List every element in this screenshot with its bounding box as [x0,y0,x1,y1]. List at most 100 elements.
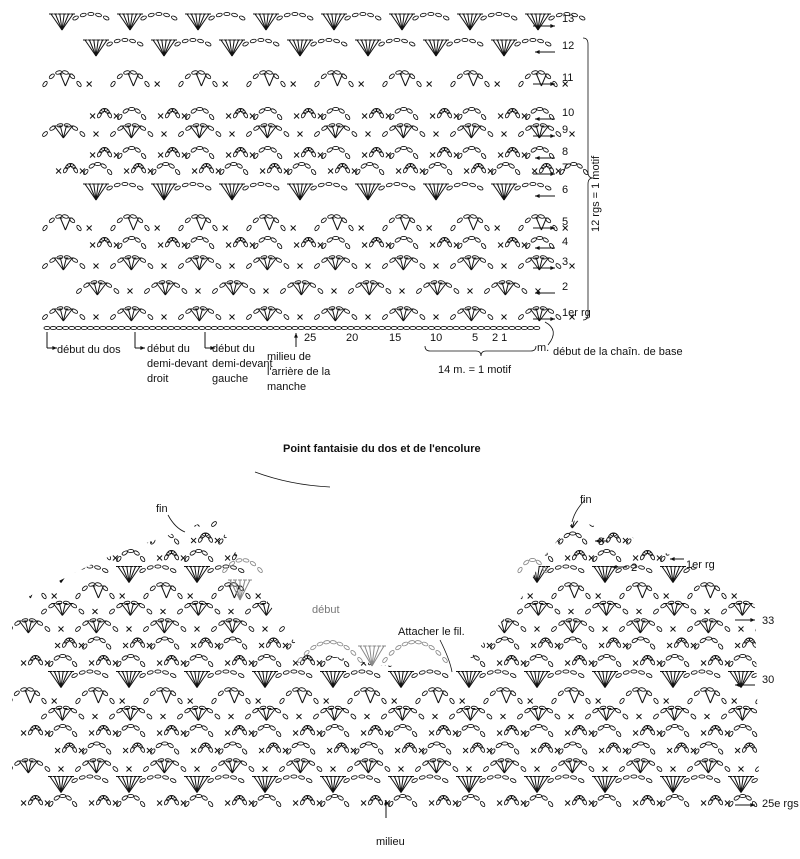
chain-stitch-icon [162,565,169,570]
chain-stitch-icon [699,637,706,644]
stitch-line [231,39,240,57]
stitch-line [494,81,501,87]
chain-stitch-icon [529,37,537,43]
stitch-line [89,113,96,119]
stitch-line [402,257,413,271]
chain-stitch-icon [270,147,277,153]
stitch-line [433,131,439,137]
chain-stitch-icon [443,725,449,732]
chain-stitch-icon [323,640,331,645]
chain-stitch-icon [715,550,721,557]
chain-stitch-icon [238,15,246,21]
chain-stitch-icon [547,730,554,738]
chain-stitch-icon [782,568,789,574]
stitch-line [773,609,778,614]
chain-stitch-icon [694,643,700,650]
stitch-line [258,747,265,754]
chain-stitch-icon [351,314,358,320]
chain-stitch-icon [215,314,222,320]
stitch-line [398,566,402,583]
stitch-line [95,518,100,529]
chain-stitch-icon [269,795,276,801]
stitch-line [435,39,439,57]
chain-stitch-icon [94,161,102,167]
stitch-line [263,308,268,322]
stitch-line [189,308,200,322]
chain-stitch-icon [151,168,157,176]
chain-stitch-icon [112,626,119,632]
chain-stitch-icon [359,532,366,539]
chain-stitch-icon [333,746,339,753]
stitch-line [365,183,369,201]
stitch-line [707,620,712,634]
stitch-line [602,708,607,721]
stitch-line [492,183,505,201]
chain-stitch-icon [266,214,273,219]
chain-stitch-icon [690,670,698,675]
stitch-line [95,39,108,57]
stitch-line [88,660,95,666]
chain-stitch-icon [139,800,146,808]
chain-stitch-icon [178,131,184,137]
stitch-line [418,537,425,544]
chain-stitch-icon [400,235,408,241]
chain-stitch-icon [390,325,398,331]
chain-stitch-icon [631,742,638,749]
stitch-line [128,566,141,583]
stitch-line [296,760,301,774]
chain-stitch-icon [642,655,648,662]
stitch-line [222,225,229,231]
chain-stitch-icon [207,778,214,783]
chain-stitch-icon [518,263,524,269]
chain-stitch-icon [408,640,416,645]
chain-stitch-icon [83,168,89,176]
chain-stitch-icon [358,774,366,779]
chain-stitch-icon [90,513,96,517]
chain-stitch-icon [616,746,622,753]
chain-stitch-icon [539,705,546,710]
chain-stitch-icon [404,123,411,128]
stitch-line [53,308,64,322]
stitch-line [700,800,707,806]
chain-stitch-icon [778,655,785,661]
chain-stitch-icon [471,705,478,710]
chain-stitch-icon [30,725,36,732]
chain-stitch-icon [777,618,783,622]
chain-stitch-icon [146,713,153,720]
stitch-line [426,81,433,87]
chain-stitch-icon [517,697,523,705]
chain-stitch-icon [473,550,480,556]
stitch-line [738,626,744,632]
chain-stitch-icon [444,518,452,521]
chain-stitch-icon [569,636,577,641]
chain-stitch-icon [274,163,280,170]
stitch-number: 25 [304,332,317,344]
chain-stitch-icon [609,655,616,661]
chain-stitch-icon [266,70,273,75]
chain-stitch-icon [505,758,512,763]
chain-stitch-icon [497,758,505,763]
chain-stitch-icon [61,746,67,753]
stitch-line [18,518,29,529]
stitch-line [113,152,120,158]
stitch-line [598,642,605,649]
chain-stitch-icon [143,592,149,600]
chain-stitch-icon [782,778,789,784]
chain-stitch-icon [189,655,196,661]
chain-stitch-icon [299,728,305,736]
chain-stitch-icon [218,643,224,650]
stitch-line [391,593,398,599]
chain-stitch-icon [56,123,64,128]
stitch-line [112,555,119,561]
chain-stitch-icon [22,513,28,517]
chain-stitch-icon [502,775,509,780]
stitch-line [130,257,135,271]
stitch-line [288,183,301,201]
chain-stitch-icon [775,582,782,587]
stitch-line [731,698,738,704]
chain-stitch-icon [542,566,548,574]
chain-stitch-icon [343,660,350,668]
chain-stitch-icon [325,795,332,801]
stitch-line [501,39,505,57]
